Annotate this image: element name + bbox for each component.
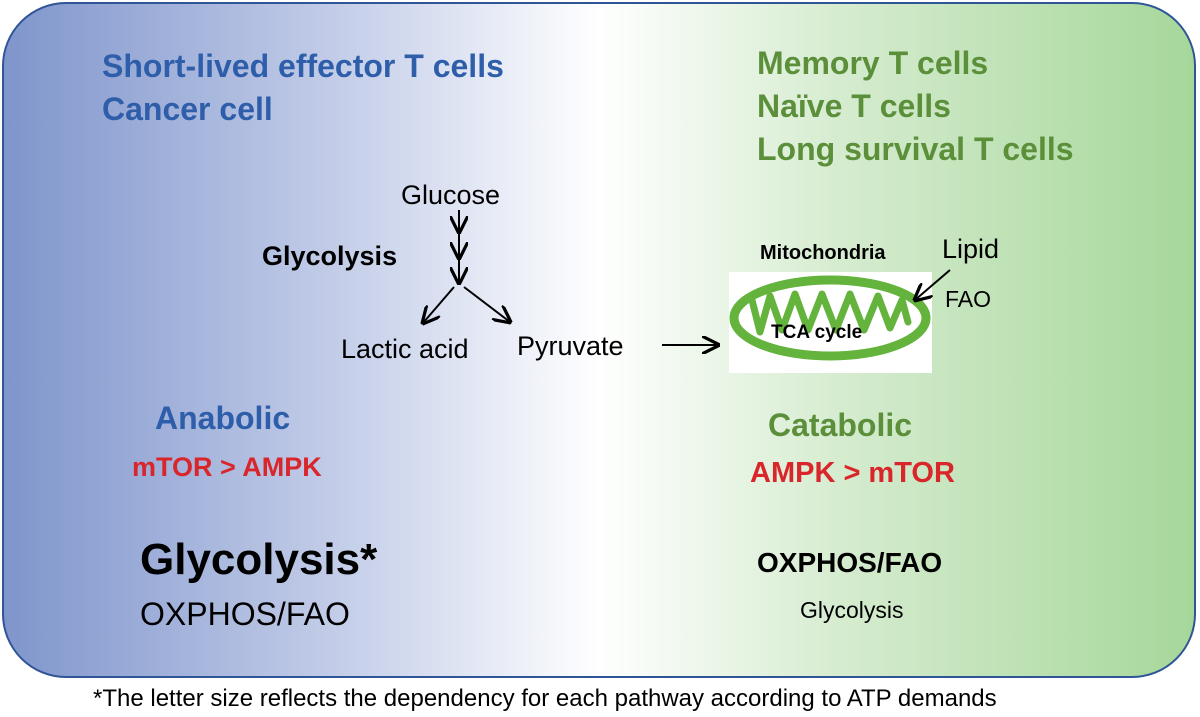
right-secondary-pathway-glycolysis: Glycolysis [800, 597, 904, 623]
left-state-anabolic: Anabolic [155, 400, 291, 436]
right-primary-pathway-oxphos-fao: OXPHOS/FAO [757, 547, 943, 578]
lactic-acid-arrow [423, 286, 455, 323]
lactic-acid-label: Lactic acid [341, 334, 469, 364]
right-signaling-ampk-mtor: AMPK > mTOR [750, 457, 955, 489]
left-primary-pathway-glycolysis: Glycolysis* [140, 535, 378, 584]
right-title-memory-t-cells: Memory T cells [757, 45, 989, 81]
left-title-effector-t-cells: Short-lived effector T cells [102, 48, 504, 84]
pyruvate-arrow [463, 286, 510, 322]
mitochondria-icon [729, 275, 931, 361]
lipid-to-mitochondria-arrow [915, 269, 951, 300]
mitochondria-label: Mitochondria [760, 242, 886, 264]
lipid-label: Lipid [942, 234, 1000, 264]
pyruvate-label: Pyruvate [517, 331, 624, 361]
glycolysis-pathway-label: Glycolysis [262, 241, 398, 271]
left-title-cancer-cell: Cancer cell [102, 91, 273, 127]
left-secondary-pathway-oxphos-fao: OXPHOS/FAO [140, 596, 350, 632]
footnote: *The letter size reflects the dependency… [93, 685, 997, 712]
left-signaling-mtor-ampk: mTOR > AMPK [132, 452, 322, 482]
fao-label: FAO [945, 286, 992, 312]
right-title-long-survival-t-cells: Long survival T cells [757, 131, 1074, 167]
metabolism-comparison-panel [2, 2, 1196, 678]
right-state-catabolic: Catabolic [768, 407, 913, 443]
tca-cycle-label: TCA cycle [771, 322, 863, 343]
glucose-label: Glucose [401, 180, 501, 210]
right-title-naive-t-cells: Naïve T cells [757, 88, 951, 124]
